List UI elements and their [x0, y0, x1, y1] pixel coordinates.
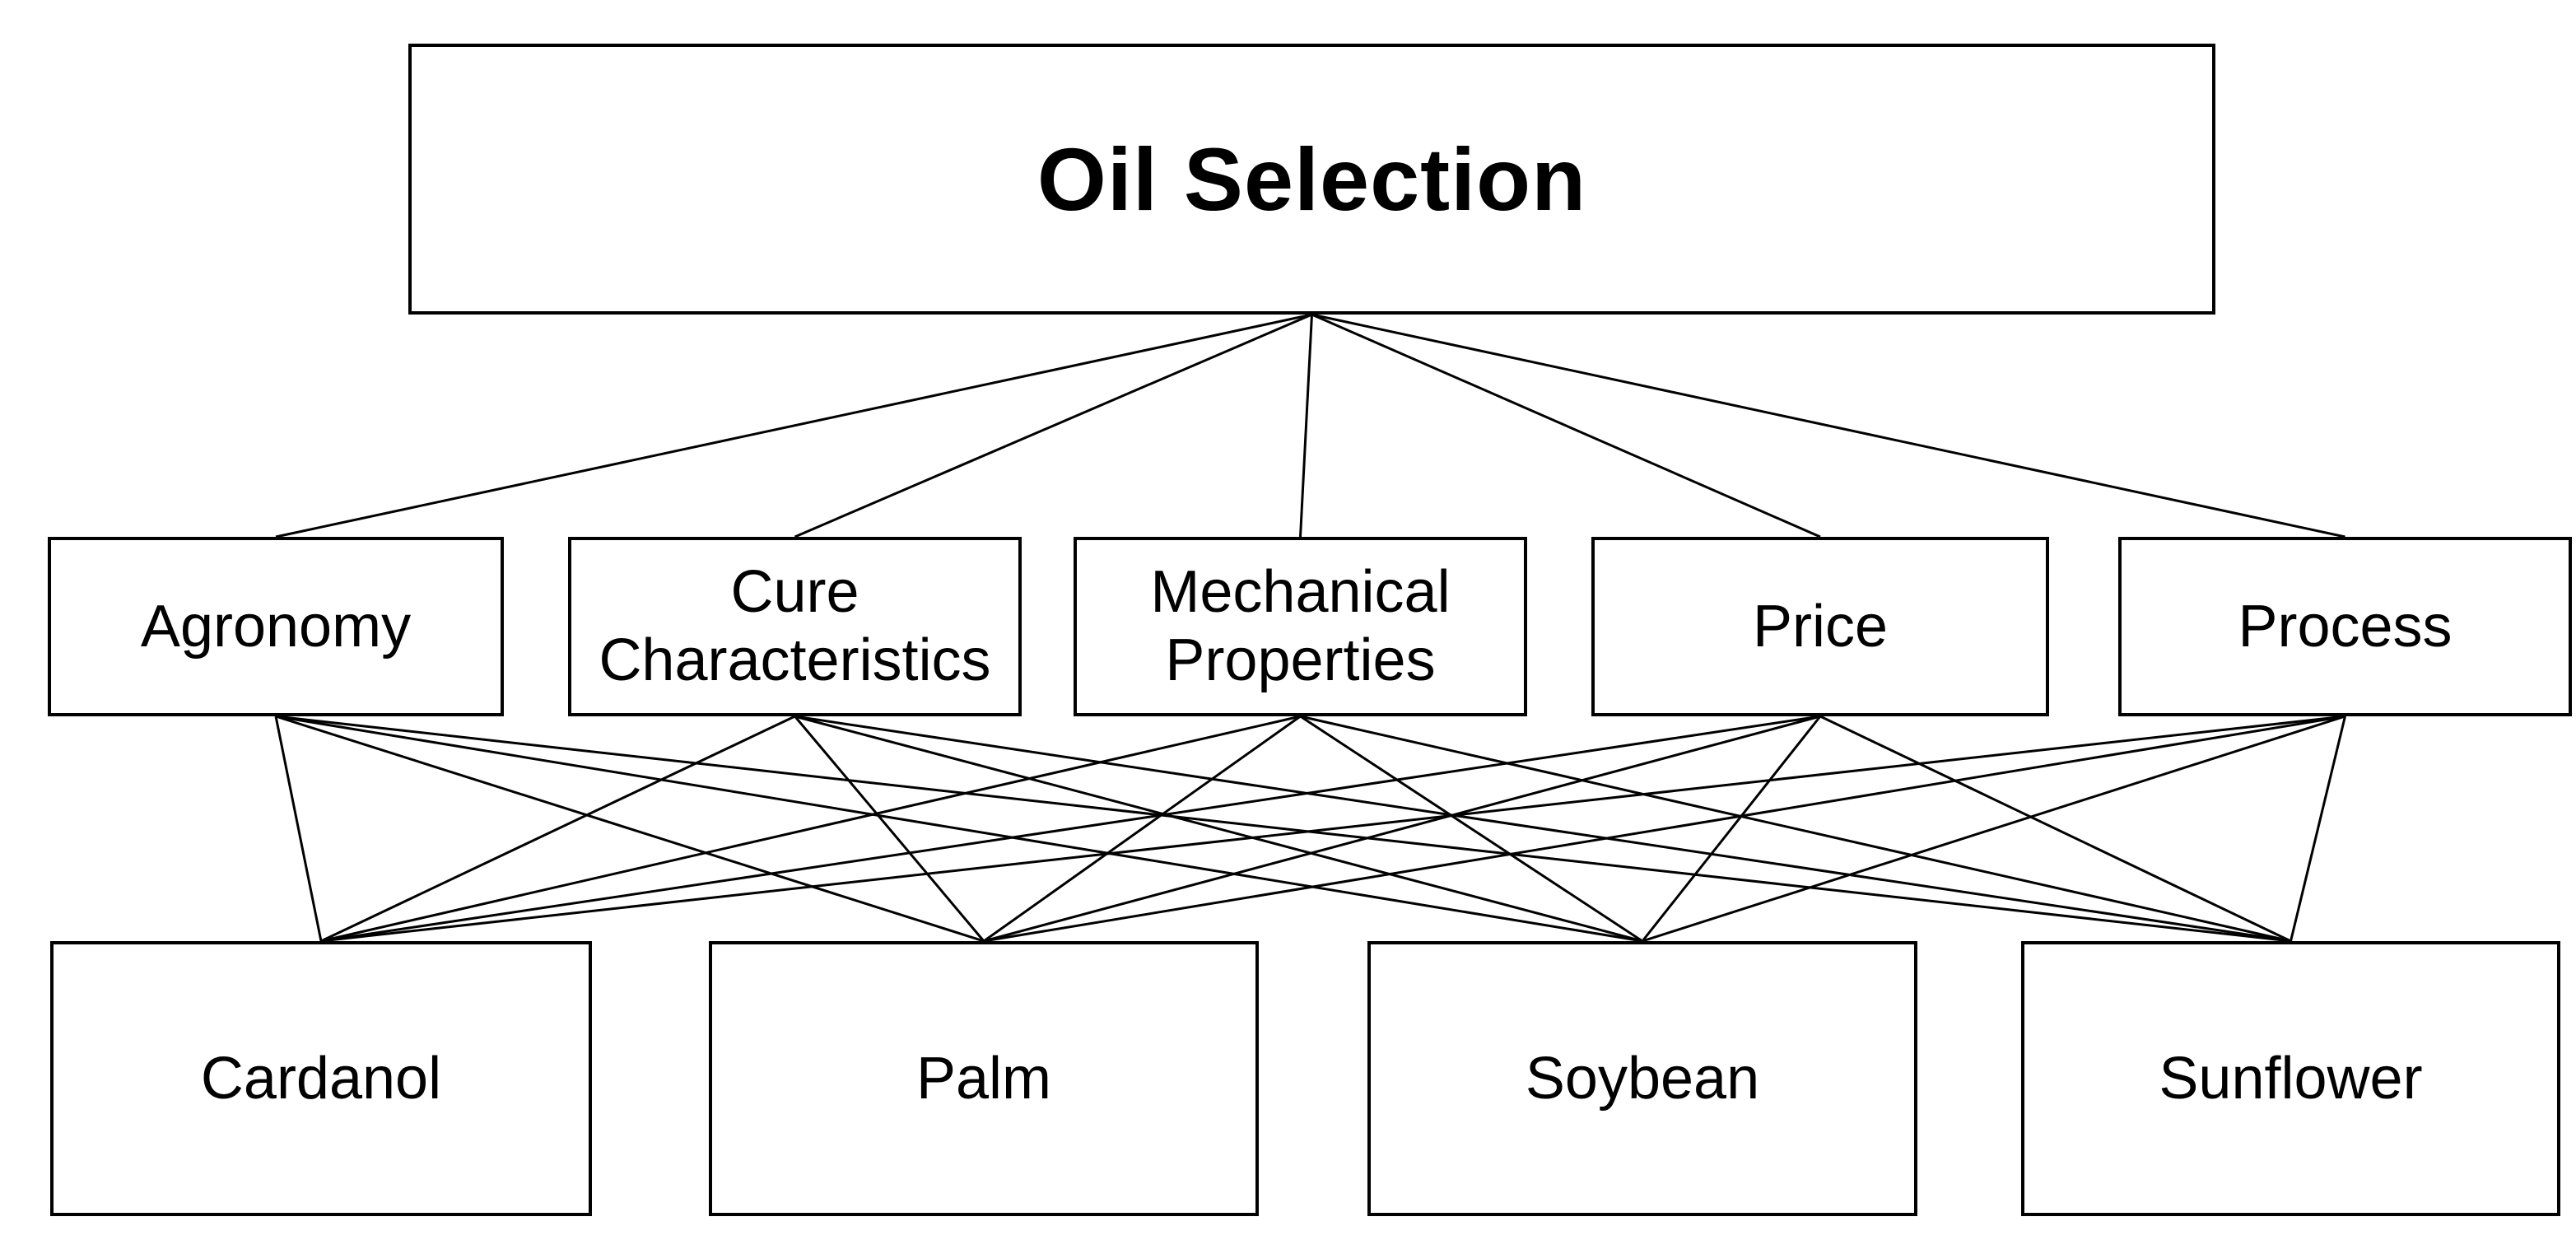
- goal-node-oil-selection: Oil Selection: [408, 44, 2215, 315]
- alternative-node-cardanol: Cardanol: [50, 941, 592, 1216]
- criteria-node-cure-characteristics: Cure Characteristics: [568, 537, 1022, 716]
- criteria-label: Process: [2238, 593, 2453, 660]
- criteria-label: Agronomy: [140, 593, 412, 660]
- criteria-label: Mechanical Properties: [1150, 559, 1451, 693]
- goal-label: Oil Selection: [1036, 129, 1587, 229]
- criteria-node-agronomy: Agronomy: [48, 537, 504, 716]
- alternative-label: Sunflower: [2159, 1045, 2423, 1112]
- criteria-label: Price: [1752, 593, 1889, 660]
- alternative-node-soybean: Soybean: [1367, 941, 1917, 1216]
- criteria-node-price: Price: [1591, 537, 2049, 716]
- alternative-node-sunflower: Sunflower: [2021, 941, 2560, 1216]
- criteria-node-mechanical-properties: Mechanical Properties: [1074, 537, 1527, 716]
- alternative-node-palm: Palm: [709, 941, 1259, 1216]
- alternative-label: Palm: [915, 1045, 1052, 1112]
- criteria-label: Cure Characteristics: [599, 559, 991, 693]
- alternative-label: Cardanol: [200, 1045, 442, 1112]
- alternative-label: Soybean: [1525, 1045, 1760, 1112]
- criteria-node-process: Process: [2118, 537, 2572, 716]
